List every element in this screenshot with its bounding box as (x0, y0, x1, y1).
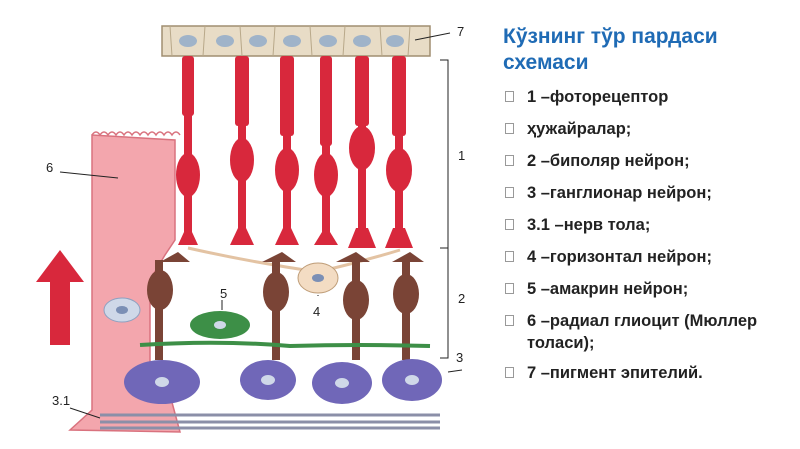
photoreceptor-cells (176, 56, 413, 248)
legend-item: 5 –амакрин нейрон; (503, 278, 798, 300)
square-bullet-icon (505, 283, 514, 294)
legend-item: ҳужайралар; (503, 118, 798, 140)
bipolar-neurons (147, 252, 424, 360)
square-bullet-icon (505, 367, 514, 378)
square-bullet-icon (505, 123, 514, 134)
square-bullet-icon (505, 91, 514, 102)
legend-list: 1 –фоторецептор ҳужайралар; 2 –биполяр н… (503, 86, 798, 394)
legend-item: 6 –радиал глиоцит (Мюллер толаси); (503, 310, 798, 354)
slide-title: Кўзнинг тўр пардаси схемаси (503, 25, 718, 74)
label-5: 5 (220, 286, 227, 301)
label-6: 6 (46, 160, 53, 175)
amacrine-neuron (139, 311, 431, 349)
legend-item: 1 –фоторецептор (503, 86, 798, 108)
light-direction-arrow-icon (36, 250, 84, 345)
label-3-1: 3.1 (52, 393, 70, 408)
legend-item: 3.1 –нерв тола; (503, 214, 798, 236)
label-2: 2 (458, 291, 465, 306)
layer-brackets (59, 32, 451, 419)
pigment-epithelium (161, 25, 431, 57)
label-7: 7 (457, 24, 464, 39)
label-3: 3 (456, 350, 463, 365)
legend-item: 3 –ганглионар нейрон; (503, 182, 798, 204)
legend-item: 4 –горизонтал нейрон; (503, 246, 798, 268)
legend-item: 2 –биполяр нейрон; (503, 150, 798, 172)
square-bullet-icon (505, 187, 514, 198)
square-bullet-icon (505, 315, 514, 326)
ganglion-neurons (100, 359, 463, 430)
label-1: 1 (458, 148, 465, 163)
label-4: 4 (313, 304, 320, 319)
square-bullet-icon (505, 251, 514, 262)
retina-diagram: 7 1 2 3 6 5 4 3.1 (36, 24, 465, 433)
square-bullet-icon (505, 219, 514, 230)
legend-item: 7 –пигмент эпителий. (503, 362, 798, 384)
square-bullet-icon (505, 155, 514, 166)
horizontal-neuron (187, 246, 401, 294)
